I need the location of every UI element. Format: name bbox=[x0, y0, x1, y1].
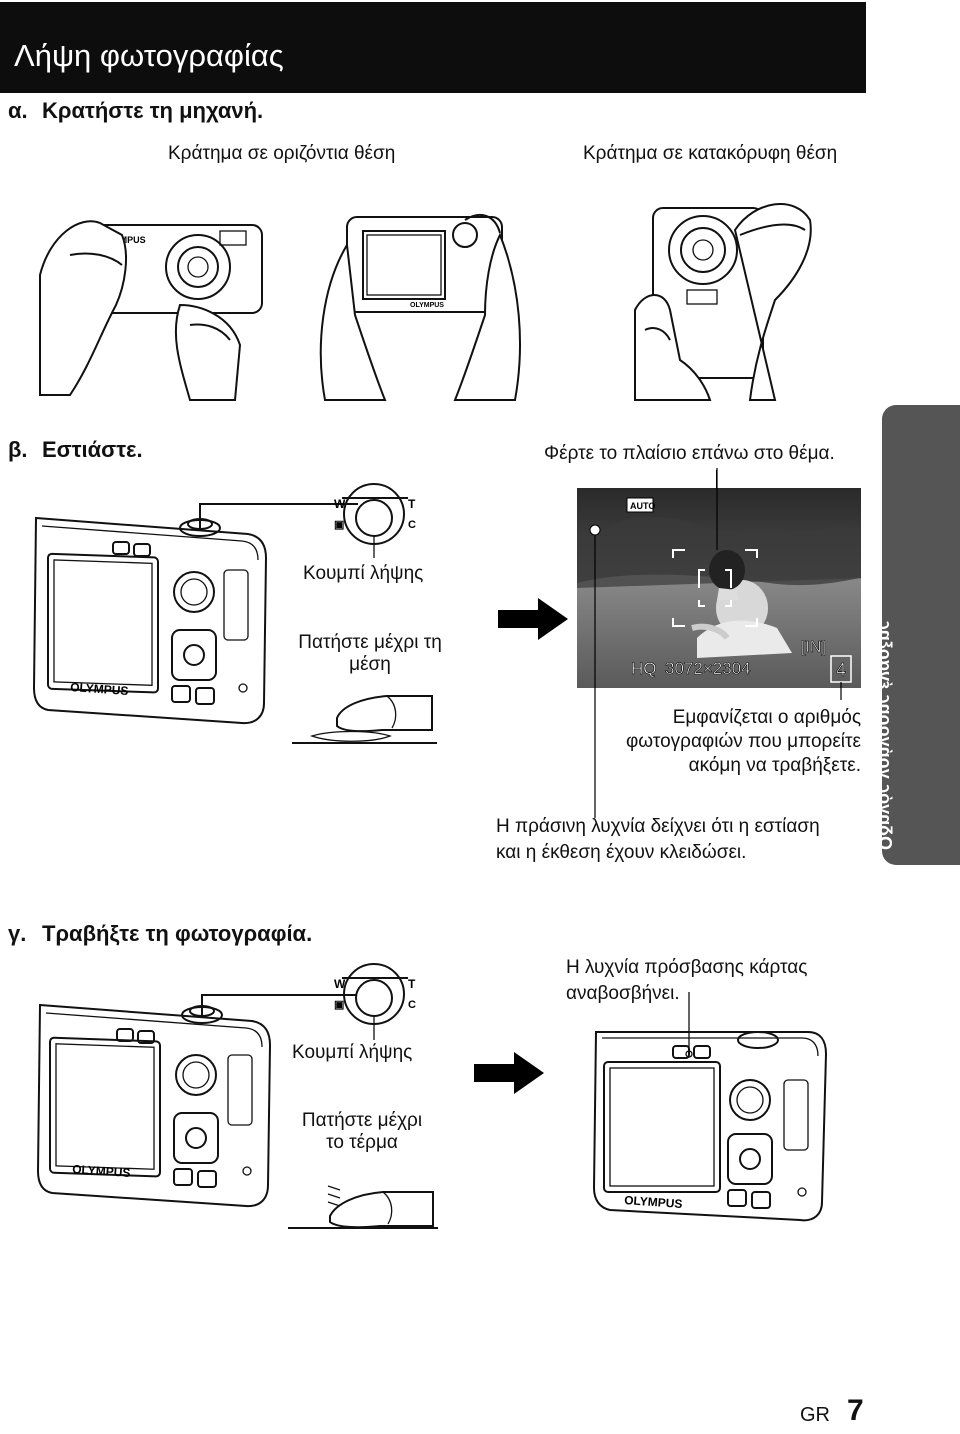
page-title: Λήψη φωτογραφίας bbox=[14, 38, 284, 73]
step-c-text: Τραβήξτε τη φωτογραφία. bbox=[42, 921, 313, 946]
title-bar: Λήψη φωτογραφίας bbox=[0, 2, 866, 93]
step-b-letter: β. bbox=[8, 437, 28, 462]
card-caption-line2: αναβοσβήνει. bbox=[566, 983, 680, 1004]
press-full-label: Πατήστε μέχρι το τέρμα bbox=[262, 1110, 462, 1154]
step-c-letter: γ. bbox=[8, 921, 27, 946]
svg-text:W: W bbox=[334, 497, 346, 511]
svg-text:C: C bbox=[408, 999, 416, 1011]
press-half-line1: Πατήστε μέχρι τη bbox=[298, 632, 442, 653]
step-a-letter: α. bbox=[8, 98, 28, 123]
finger-half-press-illustration bbox=[292, 695, 437, 744]
green-caption-line1: Η πράσινη λυχνία δείχνει ότι η εστίαση bbox=[496, 816, 820, 837]
shutter-dial-inset-focus: W T ▣ C bbox=[334, 483, 416, 558]
press-half-label: Πατήστε μέχρι τη μέση bbox=[270, 632, 470, 676]
hold-horizontal-back-illustration: OLYMPUS bbox=[319, 213, 521, 401]
step-a-heading: α. Κρατήστε τη μηχανή. bbox=[8, 98, 263, 124]
step-c-heading: γ. Τραβήξτε τη φωτογραφία. bbox=[8, 921, 312, 947]
press-full-line2: το τέρμα bbox=[326, 1132, 398, 1153]
side-tab bbox=[882, 405, 960, 865]
press-half-line2: μέση bbox=[349, 654, 391, 675]
green-lamp-caption: Η πράσινη λυχνία δείχνει ότι η εστίαση κ… bbox=[496, 814, 820, 866]
hold-horizontal-front-illustration: OLYMPUS bbox=[39, 220, 263, 401]
side-tab-label: Οδηγός γρήγορης έναρξης bbox=[875, 620, 895, 850]
frame-caption-leader bbox=[716, 470, 718, 489]
screen-mode-badge: AUTO bbox=[630, 501, 655, 511]
step-b-heading: β. Εστιάστε. bbox=[8, 437, 143, 463]
brand-logo-small: OLYMPUS bbox=[410, 302, 444, 309]
brand-logo-shoot: OLYMPUS bbox=[72, 1162, 131, 1180]
hold-vertical-illustration bbox=[634, 203, 812, 401]
finger-full-press-illustration bbox=[288, 1185, 438, 1229]
brand-logo-focus: OLYMPUS bbox=[70, 680, 129, 698]
svg-text:T: T bbox=[408, 977, 416, 991]
screen-memory: [IN] bbox=[801, 639, 826, 656]
screen-quality: HQ bbox=[631, 659, 657, 678]
count-caption-line1: Εμφανίζεται ο αριθμός bbox=[672, 707, 861, 728]
shutter-label-focus: Κουμπί λήψης bbox=[303, 563, 424, 584]
arrow-right-icon-2 bbox=[474, 1052, 544, 1094]
screen-count: 4 bbox=[836, 660, 846, 680]
step-b-text: Εστιάστε. bbox=[42, 437, 143, 462]
svg-text:▣: ▣ bbox=[334, 999, 344, 1011]
step-a-text: Κρατήστε τη μηχανή. bbox=[42, 98, 264, 123]
press-full-line1: Πατήστε μέχρι bbox=[301, 1110, 423, 1131]
svg-text:C: C bbox=[408, 519, 416, 531]
screen-resolution: 3072×2304 bbox=[665, 659, 751, 678]
svg-text:▣: ▣ bbox=[334, 519, 344, 531]
shutter-label-shoot: Κουμπί λήψης bbox=[292, 1042, 413, 1063]
footer-page-number: 7 bbox=[847, 1394, 864, 1427]
svg-text:W: W bbox=[334, 977, 346, 991]
shutter-dial-inset-shoot: W T ▣ C bbox=[334, 963, 416, 1040]
brand-logo-card: OLYMPUS bbox=[624, 1193, 683, 1211]
hold-horizontal-label: Κράτημα σε οριζόντια θέση bbox=[168, 143, 396, 164]
arrow-right-icon bbox=[498, 598, 568, 640]
count-caption: Εμφανίζεται ο αριθμός φωτογραφιών που μπ… bbox=[626, 706, 861, 778]
camera-back-illustration-shoot: OLYMPUS bbox=[36, 994, 362, 1208]
camera-back-illustration-card: OLYMPUS bbox=[592, 992, 828, 1222]
card-lamp-caption: Η λυχνία πρόσβασης κάρτας αναβοσβήνει. bbox=[566, 955, 807, 1007]
footer-lang: GR bbox=[800, 1404, 830, 1426]
camera-back-illustration-focus: OLYMPUS bbox=[32, 503, 358, 725]
card-caption-line1: Η λυχνία πρόσβασης κάρτας bbox=[566, 957, 808, 978]
green-caption-line2: και η έκθεση έχουν κλειδώσει. bbox=[496, 842, 747, 863]
lcd-preview: AUTO HQ 3072×2304 [IN] 4 bbox=[577, 468, 861, 818]
count-caption-line2: φωτογραφιών που μπορείτε bbox=[625, 731, 861, 752]
frame-caption: Φέρτε το πλαίσιο επάνω στο θέμα. bbox=[544, 443, 835, 464]
svg-text:T: T bbox=[408, 497, 416, 511]
count-caption-line3: ακόμη να τραβήξετε. bbox=[688, 755, 861, 776]
hold-vertical-label: Κράτημα σε κατακόρυφη θέση bbox=[583, 143, 838, 164]
